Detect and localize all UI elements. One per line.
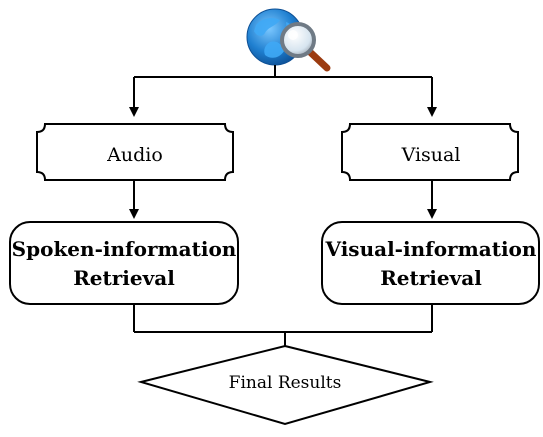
final-results-label: Final Results [229, 373, 342, 393]
top-connectors [129, 65, 437, 117]
visual-title-line1: Visual-information [325, 237, 537, 261]
globe-search-icon [246, 8, 331, 72]
merge-connectors [133, 304, 433, 346]
audio-box: Audio [36, 123, 234, 181]
final-results-diamond: Final Results [137, 344, 434, 426]
visual-title-line2: Retrieval [380, 266, 482, 290]
spoken-title-line1: Spoken-information [12, 237, 237, 261]
visual-label: Visual [401, 144, 461, 166]
visual-box: Visual [341, 123, 519, 181]
spoken-retrieval-box: Spoken-information Retrieval [9, 221, 239, 305]
audio-label: Audio [106, 144, 163, 166]
visual-retrieval-box: Visual-information Retrieval [321, 221, 540, 305]
spoken-title-line2: Retrieval [73, 266, 175, 290]
